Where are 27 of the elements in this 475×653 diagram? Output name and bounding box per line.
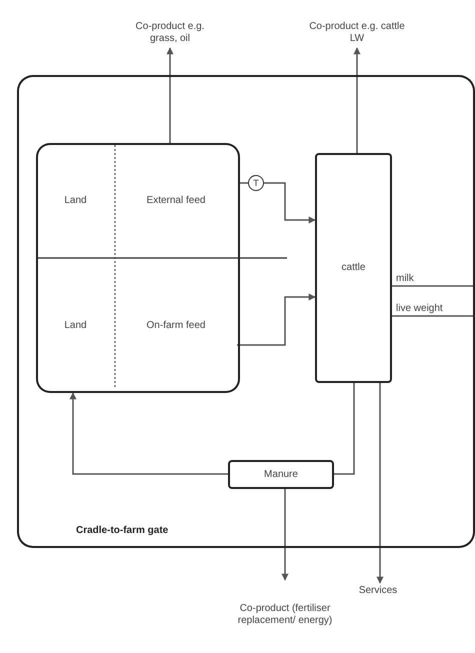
edge-label: live weight	[395, 304, 444, 314]
arrow	[282, 489, 288, 581]
quadrant-label: External feed	[115, 143, 237, 258]
arrow	[264, 182, 316, 224]
feed-land-box	[36, 143, 240, 393]
output-label: Services	[350, 583, 406, 599]
connector-line	[334, 383, 355, 475]
arrow	[376, 383, 384, 584]
edge-label: milk	[395, 274, 415, 284]
boundary-label: Cradle-to-farm gate	[75, 526, 170, 536]
process-box: Manure	[228, 460, 334, 489]
process-box: cattle	[315, 153, 392, 383]
arrow	[237, 294, 316, 346]
system-boundary	[17, 75, 475, 548]
output-label: Co-product e.g. cattle LW	[305, 18, 409, 48]
connector-line	[392, 285, 475, 287]
connector-line	[392, 315, 475, 317]
transport-circle: T	[248, 175, 264, 191]
arrow	[354, 47, 360, 153]
arrow	[166, 47, 174, 143]
output-label: Co-product e.g. grass, oil	[122, 18, 218, 48]
quadrant-label: Land	[36, 258, 115, 393]
output-label: Co-product (fertiliser replacement/ energy)	[232, 580, 338, 650]
connector-line	[240, 182, 248, 184]
quadrant-label: Land	[36, 143, 115, 258]
arrow	[70, 392, 228, 475]
quadrant-label: On-farm feed	[115, 258, 237, 393]
